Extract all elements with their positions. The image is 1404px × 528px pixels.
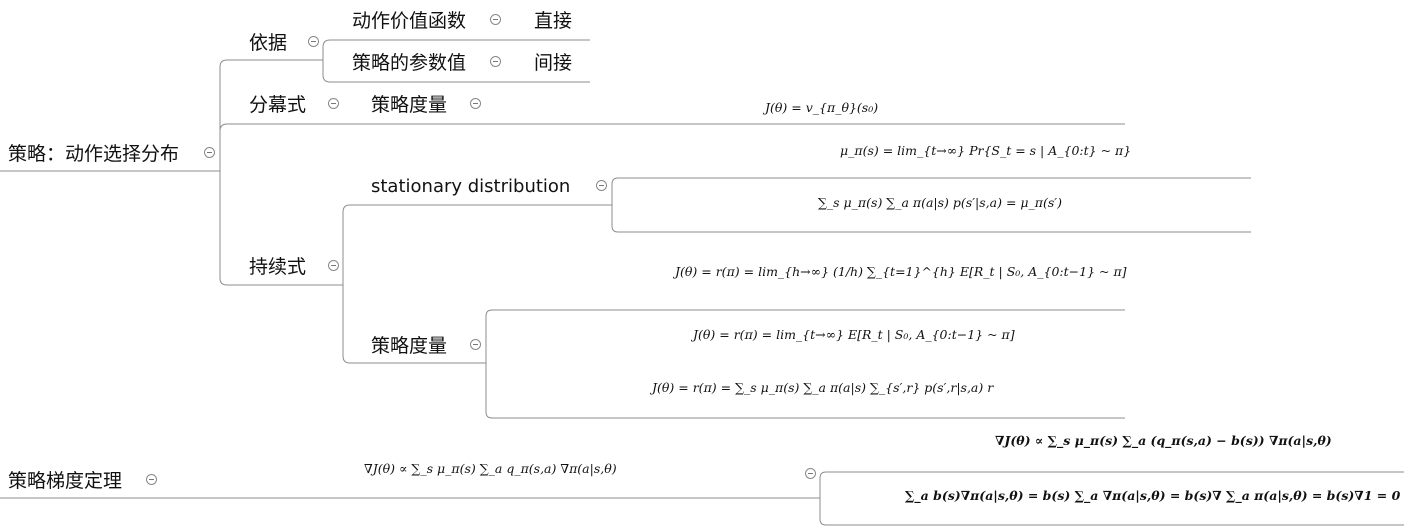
collapse-icon[interactable] [470, 339, 481, 350]
average-reward-sum-formula: J(θ) = r(π) = ∑_s μ_π(s) ∑_a π(a|s) ∑_{s… [652, 380, 994, 395]
baseline-gradient-formula: ∇J(θ) ∝ ∑_s μ_π(s) ∑_a (q_π(s,a) − b(s))… [995, 433, 1332, 448]
episodic-measure-node[interactable]: 策略度量 [371, 94, 448, 116]
average-reward-limit-formula: J(θ) = r(π) = lim_{t→∞} E[R_t | S₀, A_{0… [693, 327, 1015, 342]
episodic-objective-formula: J(θ) = v_{π_θ}(s₀) [765, 100, 879, 115]
root-node[interactable]: 策略：动作选择分布 [8, 143, 180, 165]
collapse-icon[interactable] [596, 180, 607, 191]
collapse-icon[interactable] [204, 147, 215, 158]
episodic-node[interactable]: 分幕式 [249, 94, 307, 116]
basis-direct-node[interactable]: 直接 [534, 10, 573, 32]
average-reward-formula: J(θ) = r(π) = lim_{h→∞} (1/h) ∑_{t=1}^{h… [675, 264, 1127, 279]
basis-policy-param-node[interactable]: 策略的参数值 [352, 52, 467, 74]
basis-node[interactable]: 依据 [249, 32, 288, 54]
collapse-icon[interactable] [805, 468, 816, 479]
continuing-measure-node[interactable]: 策略度量 [371, 335, 448, 357]
collapse-icon[interactable] [470, 98, 481, 109]
basis-indirect-node[interactable]: 间接 [534, 52, 573, 74]
basis-action-value-node[interactable]: 动作价值函数 [352, 10, 467, 32]
collapse-icon[interactable] [490, 56, 501, 67]
baseline-zero-formula: ∑_a b(s)∇π(a|s,θ) = b(s) ∑_a ∇π(a|s,θ) =… [905, 488, 1401, 503]
collapse-icon[interactable] [146, 474, 157, 485]
collapse-icon[interactable] [328, 260, 339, 271]
stationary-distribution-node[interactable]: stationary distribution [371, 176, 571, 197]
continuing-node[interactable]: 持续式 [249, 256, 307, 278]
stationary-balance-formula: ∑_s μ_π(s) ∑_a π(a|s) p(s′|s,a) = μ_π(s′… [818, 195, 1062, 210]
collapse-icon[interactable] [308, 36, 319, 47]
stationary-definition-formula: μ_π(s) = lim_{t→∞} Pr{S_t = s | A_{0:t} … [840, 143, 1132, 158]
policy-gradient-theorem-node[interactable]: 策略梯度定理 [8, 470, 123, 492]
collapse-icon[interactable] [490, 14, 501, 25]
collapse-icon[interactable] [328, 98, 339, 109]
policy-gradient-formula: ∇J(θ) ∝ ∑_s μ_π(s) ∑_a q_π(s,a) ∇π(a|s,θ… [364, 461, 617, 476]
